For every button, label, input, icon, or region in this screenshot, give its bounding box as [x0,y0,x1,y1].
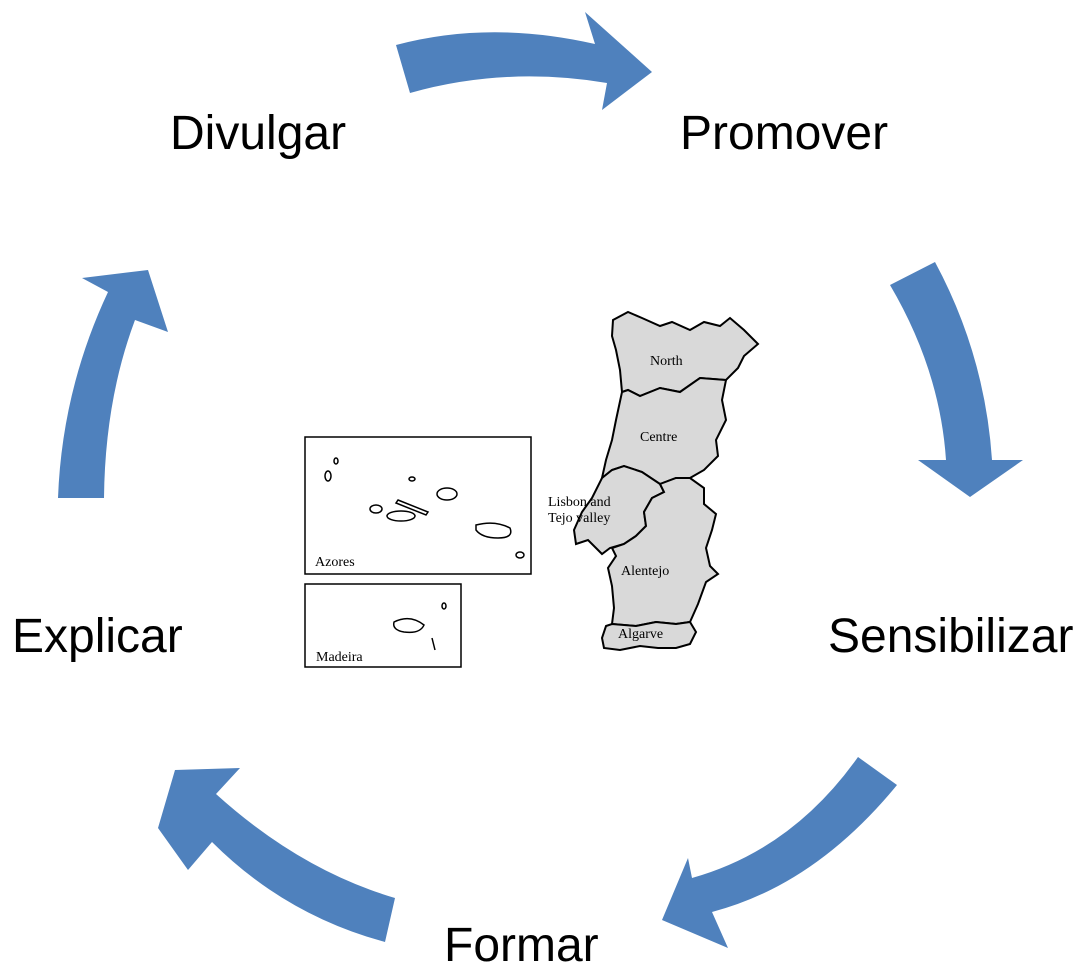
step-label-formar: Formar [444,919,599,972]
arrow-sensibilizar-to-formar [662,757,897,948]
arrow-formar-to-explicar [158,768,395,942]
madeira-label: Madeira [316,650,363,665]
azores-inset-frame [304,436,532,575]
step-label-explicar: Explicar [12,610,183,663]
step-label-promover: Promover [680,107,889,160]
region-algarve [600,620,698,652]
madeira-inset-frame [304,583,462,668]
region-label-north: North [650,354,683,369]
region-label-lisbon-line2: Tejo valley [548,511,610,526]
region-label-centre: Centre [640,430,677,445]
region-label-alentejo: Alentejo [621,564,669,579]
arrow-divulgar-to-promover [396,12,652,110]
arrow-promover-to-sensibilizar [890,262,1023,497]
arrow-explicar-to-divulgar [58,270,168,498]
azores-islands [324,457,525,559]
step-label-divulgar: Divulgar [170,107,347,160]
azores-label: Azores [315,555,355,570]
region-label-lisbon-line1: Lisbon and [548,495,611,510]
madeira-islands [392,602,447,651]
region-centre [600,376,728,486]
region-label-algarve: Algarve [618,627,663,642]
region-north [610,310,760,398]
step-label-sensibilizar: Sensibilizar [828,610,1074,663]
